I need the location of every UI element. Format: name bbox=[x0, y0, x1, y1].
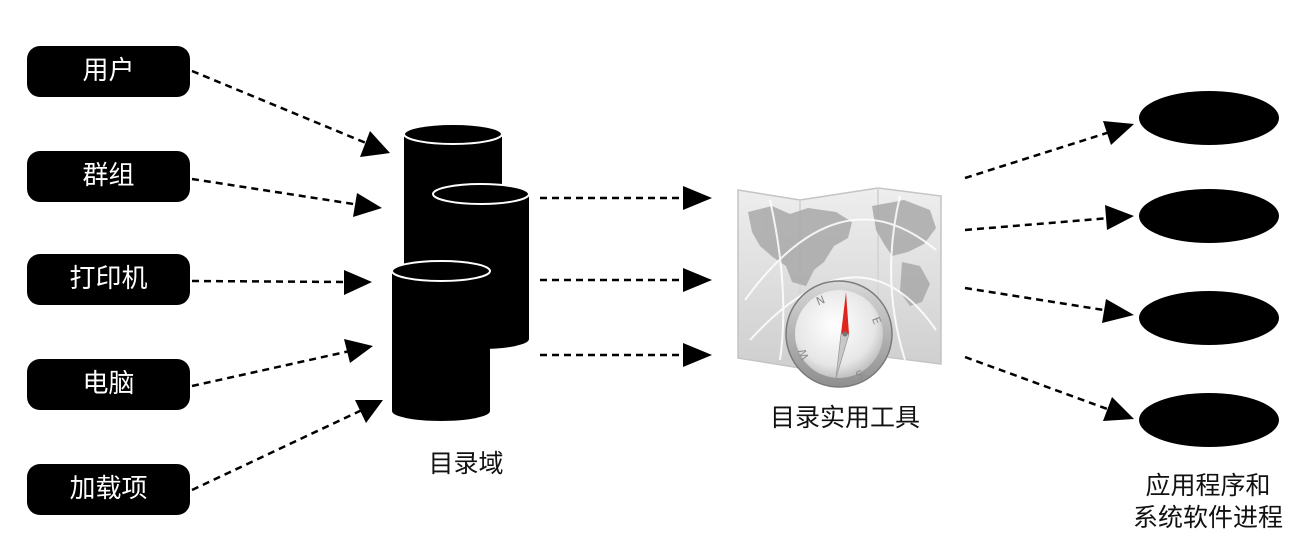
directory-utility-label: 目录实用工具 bbox=[769, 403, 920, 432]
processes-label-line1: 应用程序和 bbox=[1145, 471, 1271, 500]
svg-text:E: E bbox=[869, 315, 884, 326]
arrow-printers bbox=[191, 279, 349, 284]
process-ellipse bbox=[1139, 91, 1279, 145]
source-groups: 群组 bbox=[27, 151, 190, 202]
map-compass-icon: N E S W bbox=[737, 187, 942, 388]
database-icon bbox=[391, 123, 530, 421]
process-ellipse bbox=[1139, 393, 1279, 447]
svg-text:W: W bbox=[796, 347, 812, 362]
arrows-utility-to-processes bbox=[964, 130, 1111, 412]
arrowheads-sources-to-domain bbox=[344, 131, 390, 423]
arrowheads-domain-to-utility bbox=[683, 186, 712, 367]
arrow-mounts bbox=[191, 408, 363, 492]
compass-needle-north bbox=[841, 292, 849, 334]
arrows-sources-to-domain bbox=[191, 69, 367, 492]
source-users: 用户 bbox=[27, 46, 190, 97]
source-computers: 电脑 bbox=[27, 359, 190, 410]
compass: N E S W bbox=[785, 280, 893, 388]
arrowheads-utility-to-processes bbox=[1102, 121, 1134, 421]
database-cylinder-front bbox=[391, 260, 491, 421]
process-ellipse bbox=[1139, 291, 1279, 345]
arrow-users bbox=[191, 69, 367, 145]
process-ellipses bbox=[1139, 91, 1279, 447]
arrow-computers bbox=[191, 349, 351, 388]
process-ellipse bbox=[1139, 189, 1279, 243]
map-grid-lines bbox=[744, 195, 937, 361]
processes-label-line2: 系统软件进程 bbox=[1132, 503, 1283, 532]
arrow-groups bbox=[191, 177, 361, 207]
source-mounts: 加载项 bbox=[27, 464, 190, 515]
source-printers: 打印机 bbox=[27, 254, 190, 305]
arrows-domain-to-utility bbox=[540, 196, 686, 357]
svg-text:S: S bbox=[854, 367, 865, 382]
directory-domain-label: 目录域 bbox=[428, 449, 504, 478]
